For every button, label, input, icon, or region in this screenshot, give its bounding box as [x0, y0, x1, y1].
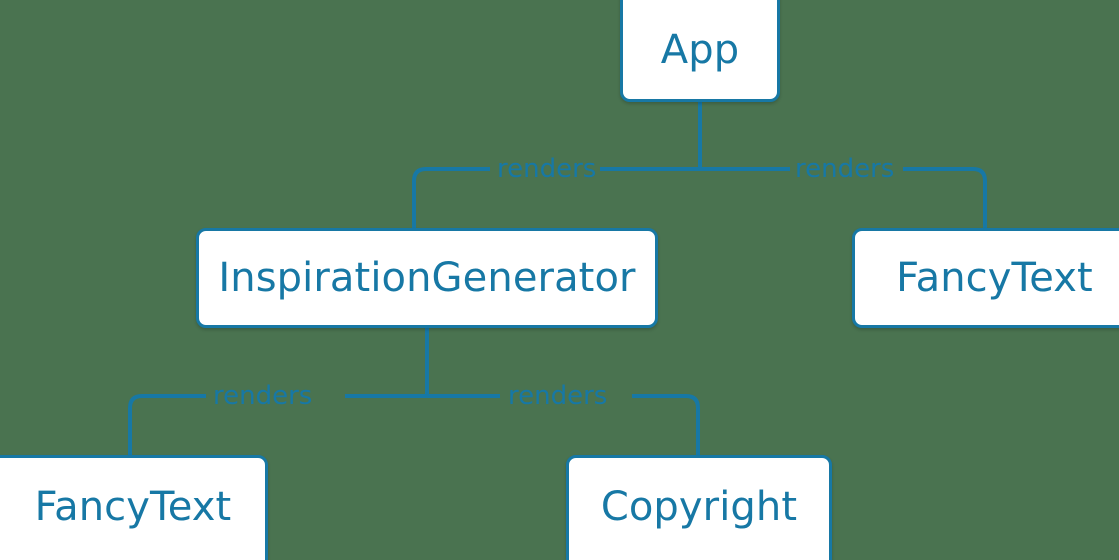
- edge-label-inspirationgenerator-to-fancytext-left: renders: [213, 381, 313, 411]
- node-fancytext-left[interactable]: FancyText: [0, 455, 268, 560]
- node-inspirationgenerator[interactable]: InspirationGenerator: [196, 228, 658, 328]
- edge-label-app-to-inspirationgenerator: renders: [497, 154, 597, 184]
- node-fancytext-right-label: FancyText: [896, 255, 1093, 301]
- node-copyright-label: Copyright: [600, 483, 798, 530]
- node-copyright[interactable]: Copyright: [566, 455, 832, 560]
- node-fancytext-left-label: FancyText: [34, 483, 232, 530]
- edge-label-inspirationgenerator-to-copyright: renders: [508, 381, 608, 411]
- node-inspirationgenerator-label: InspirationGenerator: [218, 255, 636, 301]
- node-app[interactable]: App: [620, 0, 780, 102]
- node-app-label: App: [660, 27, 740, 73]
- edge-label-app-to-fancytext-right: renders: [795, 154, 895, 184]
- node-fancytext-right[interactable]: FancyText: [852, 228, 1119, 328]
